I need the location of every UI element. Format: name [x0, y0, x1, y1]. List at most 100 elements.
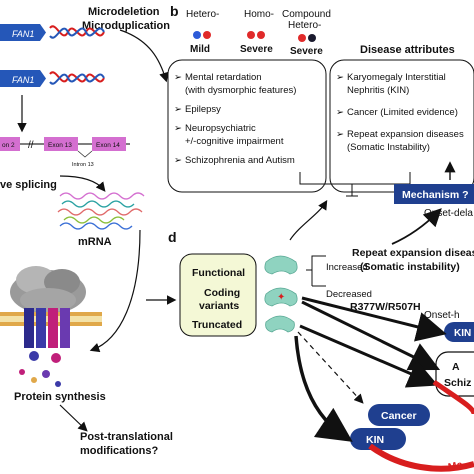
mrna-squiggles: [57, 192, 145, 230]
gene-label: FAN1: [12, 29, 34, 39]
ptm-label-line1: Post-translational: [80, 431, 173, 443]
neuro-item: Neuropsychiatric: [185, 123, 256, 134]
severity-label: Mild: [190, 44, 210, 55]
category-coding: Coding: [204, 287, 240, 299]
allele-dot: [247, 31, 255, 39]
intron-label: Intron 13: [72, 162, 94, 168]
protein-functional-icon: [264, 255, 298, 275]
mrna-label: mRNA: [78, 236, 112, 248]
onset-h-label: Onset-h: [424, 310, 460, 321]
kidney-item: Repeat expansion diseases: [347, 129, 464, 140]
allele-dot: [193, 31, 201, 39]
mechanism-box: [394, 184, 474, 204]
disease-attributes-title: Disease attributes: [360, 44, 455, 56]
genotype-label: Homo-: [244, 9, 274, 20]
gene-box: [0, 70, 40, 87]
mutation-star-icon: ✦: [277, 292, 285, 303]
dna-strand-blue: [49, 73, 105, 85]
arrow-to-ptm: [59, 404, 88, 432]
arrow-truncated-to-schiz: [299, 324, 439, 388]
arrow-d-to-b: [289, 199, 328, 241]
mechanism-label: Mechanism ?: [402, 189, 469, 201]
arrow-to-onset-delay: [391, 208, 442, 245]
increased-label: Increased: [326, 262, 368, 273]
allele-dot: [203, 31, 211, 39]
kin-label: KIN: [454, 328, 471, 339]
exon-label: Exon 14: [96, 142, 120, 149]
kidney-item-sub: Nephritis (KIN): [347, 85, 409, 96]
genotype-homo: Homo- Severe: [240, 9, 274, 55]
svg-text:➢: ➢: [174, 104, 182, 115]
decreased-label: Decreased: [326, 289, 372, 300]
genotype-hetero: Hetero- Mild: [186, 9, 219, 55]
panel-b-label: b: [170, 3, 179, 19]
neuro-attributes-box: [167, 59, 327, 193]
svg-text:➢: ➢: [174, 155, 182, 166]
cancer-label: Cancer: [381, 410, 417, 422]
gene-arrowhead: [40, 24, 46, 41]
allele-dot: [257, 31, 265, 39]
variant-label: R377W/R507H: [350, 301, 421, 313]
schiz-label: Schiz: [444, 377, 471, 389]
protein-synthesis-label: Protein synthesis: [14, 391, 106, 403]
exon-box: [0, 137, 20, 151]
kidney-item: Cancer (Limited evidence): [347, 107, 458, 118]
protein-coding-variant-icon: ✦: [264, 287, 298, 307]
kin-pill-right: [444, 322, 474, 342]
allele-dot: [298, 34, 306, 42]
ribosome-illustration: [10, 266, 86, 314]
allele-dot: [308, 34, 316, 42]
increased-branch: [306, 255, 326, 271]
ptm-label-line2: modifications?: [80, 445, 159, 457]
arrow-truncated-to-cancer-dashed: [297, 331, 364, 404]
genotype-label: Hetero-: [186, 9, 219, 20]
gene-arrowhead: [40, 70, 46, 87]
ma-label: Ma: [447, 459, 464, 474]
exon-box: [92, 137, 126, 151]
neuro-item: Mental retardation: [185, 72, 262, 83]
svg-text:➢: ➢: [336, 129, 344, 140]
svg-text:➢: ➢: [174, 123, 182, 134]
exon-label: Exon 13: [48, 142, 72, 149]
microduplication-label: Microduplication: [82, 20, 170, 32]
arrow-micro-to-neuro: [119, 29, 169, 83]
arrow-truncated-to-kin: [294, 335, 353, 442]
dna-strand-blue: [49, 27, 105, 39]
repeat-expansion-subtitle: (Somatic instability): [360, 261, 460, 273]
neuro-list: ➢ Mental retardation (with dysmorphic fe…: [174, 72, 296, 166]
cancer-pill: [368, 404, 430, 426]
exon-structure: on 2 // Exon 13 Exon 14 Intron 13: [0, 137, 130, 168]
a-label: A: [452, 361, 460, 373]
protein-truncated-icon: [265, 315, 295, 333]
red-curve-lower: [368, 443, 474, 472]
repeat-expansion-title: Repeat expansion diseas: [352, 247, 474, 259]
kidney-item: Karyomegaly Interstitial: [347, 72, 446, 83]
neuro-item-sub: +/-cognitive impairment: [185, 136, 284, 147]
severity-label: Severe: [240, 44, 273, 55]
fan1-gene-bottom: FAN1: [0, 70, 105, 87]
gene-label: FAN1: [12, 75, 34, 85]
arrow-coding-to-kin: [301, 296, 447, 342]
neuro-item: Epilepsy: [185, 104, 221, 115]
svg-text:➢: ➢: [174, 72, 182, 83]
genotype-compound-hetero: Compound Hetero- Severe: [282, 9, 331, 57]
fan1-gene-top: FAN1: [0, 24, 105, 41]
arrow-mrna-to-protein: [89, 229, 141, 353]
arrow-coding-to-schiz: [301, 300, 441, 371]
microdeletion-label: Microdeletion: [88, 6, 160, 18]
kin-pill-bottom: [350, 428, 406, 450]
category-variants: variants: [199, 300, 239, 312]
gene-box: [0, 24, 40, 41]
kin-label-bottom: KIN: [366, 434, 384, 446]
arrow-splicing-to-mrna: [59, 175, 106, 192]
splicing-label: ve splicing: [0, 179, 57, 191]
intron-break-mark: //: [28, 140, 34, 151]
kidney-list: ➢ Karyomegaly Interstitial Nephritis (KI…: [336, 72, 464, 153]
category-truncated: Truncated: [192, 319, 242, 331]
neuro-item-sub: (with dysmorphic features): [185, 85, 296, 96]
onset-delay-label: Onset-dela: [424, 208, 473, 219]
svg-text:➢: ➢: [336, 107, 344, 118]
genotype-label: Hetero-: [288, 20, 321, 31]
genotype-label: Compound: [282, 9, 331, 20]
